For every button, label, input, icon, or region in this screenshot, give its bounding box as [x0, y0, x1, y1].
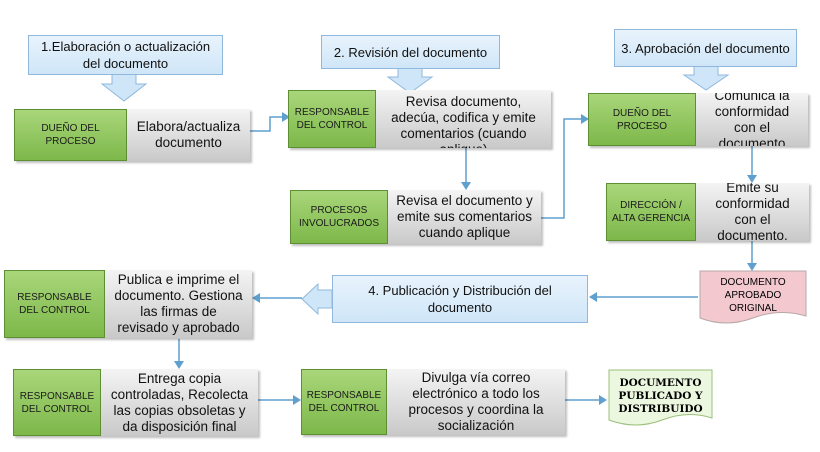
task-involved-review: Revisa el documento y emite sus comentar… — [388, 190, 541, 244]
phase-1-label: 1.Elaboración o actualización del docume… — [28, 35, 223, 75]
arrowhead — [581, 114, 589, 124]
role-involved-processes: PROCESOS INVOLUCRADOS — [290, 190, 388, 244]
task-review: Revisa documento, adecúa, codifica y emi… — [376, 90, 551, 148]
task-publish: Publica e imprime el documento. Gestiona… — [105, 270, 252, 338]
task-disseminate: Divulga vía correo electrónico a todo lo… — [387, 369, 565, 435]
arrowhead — [293, 395, 301, 405]
phase2-callout-arrow — [386, 67, 434, 94]
doc-published-label: DOCUMENTO PUBLICADO Y DISTRIBUIDO — [618, 377, 703, 415]
arrowhead — [282, 112, 290, 122]
role-management: DIRECCIÓN / ALTA GERENCIA — [606, 183, 696, 241]
task-deliver: Entrega copia controladas, Recolecta las… — [101, 369, 258, 436]
role-control-disseminate: RESPONSABLE DEL CONTROL — [301, 369, 387, 435]
arrowhead — [747, 263, 757, 271]
task-communicate: Comunica la conformidad con el documento — [696, 93, 808, 146]
phase3-callout-arrow — [682, 65, 730, 91]
phase4-callout-arrow — [301, 282, 333, 316]
task-elaborate: Elabora/actualiza documento — [127, 109, 250, 161]
doc-approved-label: DOCUMENTO APROBADO ORIGINAL — [720, 277, 786, 314]
phase-3-label: 3. Aprobación del documento — [614, 29, 797, 67]
phase-2-label: 2. Revisión del documento — [321, 35, 500, 69]
role-owner-approve: DUEÑO DEL PROCESO — [588, 93, 696, 146]
doc-published-shape — [608, 369, 713, 426]
role-control-deliver: RESPONSABLE DEL CONTROL — [13, 369, 101, 436]
task-management-approve: Emite su conformidad con el documento. — [696, 183, 809, 241]
arrowhead — [747, 175, 757, 183]
phase-4-label: 4. Publicación y Distribución del docume… — [332, 275, 588, 323]
arrowhead — [252, 293, 260, 303]
connector-s3-s4 — [541, 118, 582, 219]
role-owner-elaborate: DUEÑO DEL PROCESO — [14, 109, 127, 161]
role-control-publish: RESPONSABLE DEL CONTROL — [4, 270, 105, 338]
arrowhead — [461, 182, 471, 190]
arrowhead — [589, 292, 597, 302]
role-control-review: RESPONSABLE DEL CONTROL — [288, 90, 376, 148]
phase1-callout-arrow — [100, 73, 148, 102]
connector-s1-s2 — [250, 116, 282, 132]
doc-approved-shape — [699, 270, 807, 324]
arrowhead — [599, 395, 607, 405]
arrowhead — [174, 361, 184, 369]
